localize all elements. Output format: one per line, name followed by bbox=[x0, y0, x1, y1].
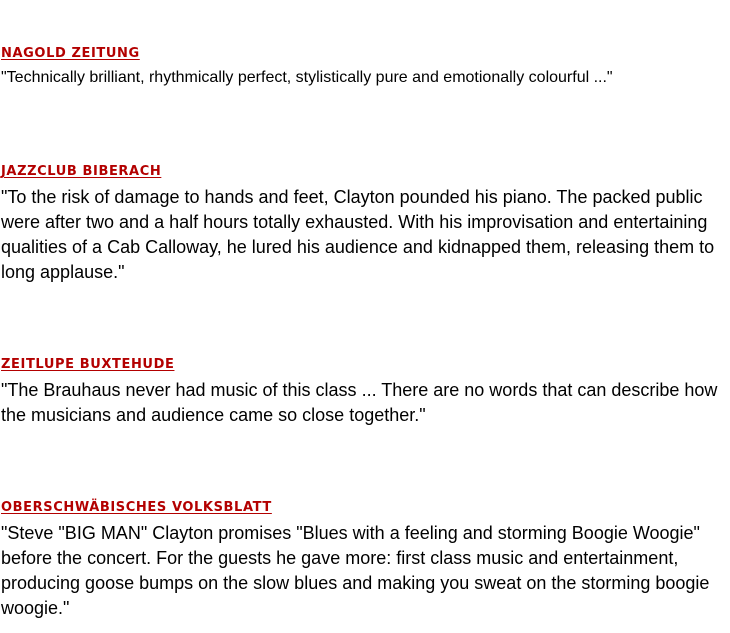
review-nagold-zeitung: NAGOLD ZEITUNG "Technically brilliant, r… bbox=[1, 46, 729, 88]
review-source-heading: OBERSCHWÄBISCHES VOLKSBLATT bbox=[1, 500, 272, 515]
review-quote: "To the risk of damage to hands and feet… bbox=[1, 187, 715, 282]
review-source-heading: ZEITLUPE BUXTEHUDE bbox=[1, 357, 175, 372]
review-jazzclub-biberach: JAZZCLUB BIBERACH "To the risk of damage… bbox=[1, 164, 729, 285]
review-source-heading: JAZZCLUB BIBERACH bbox=[1, 164, 162, 179]
review-quote: "Steve "BIG MAN" Clayton promises "Blues… bbox=[1, 523, 710, 618]
review-quote: "Technically brilliant, rhythmically per… bbox=[1, 69, 613, 86]
review-source-heading: NAGOLD ZEITUNG bbox=[1, 46, 140, 61]
review-zeitlupe-buxtehude: ZEITLUPE BUXTEHUDE "The Brauhaus never h… bbox=[1, 357, 729, 428]
review-quote: "The Brauhaus never had music of this cl… bbox=[1, 380, 718, 425]
review-oberschwaebisches-volksblatt: OBERSCHWÄBISCHES VOLKSBLATT "Steve "BIG … bbox=[1, 500, 729, 621]
